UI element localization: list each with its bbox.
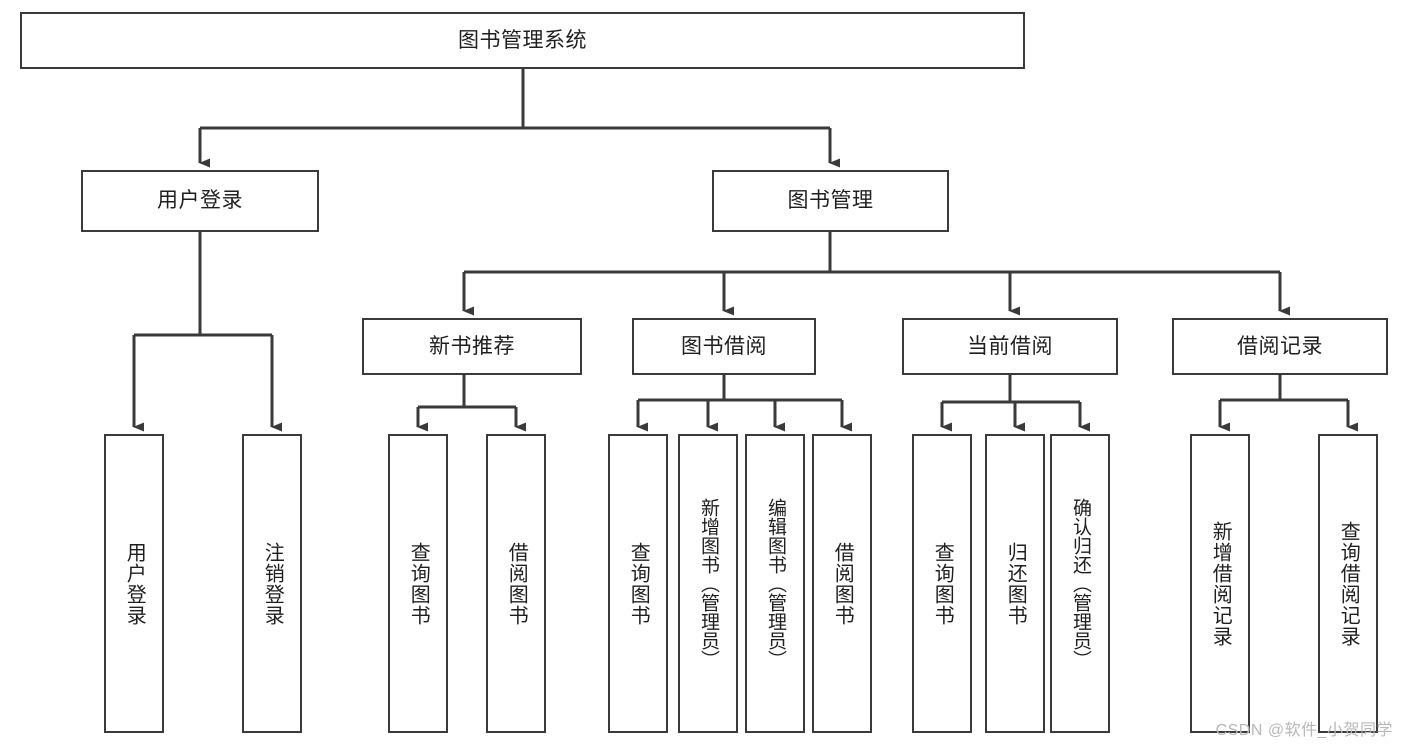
csdn-watermark: CSDN @软件_小贺同学 [1215, 722, 1393, 739]
node-leaf-user-logout[interactable]: 注销登录 [242, 434, 302, 733]
node-leaf-edit-book[interactable]: 编辑图书（管理员） [745, 434, 805, 733]
node-user-login-label: 用户登录 [157, 189, 243, 213]
node-leaf-query-book-1[interactable]: 查询图书 [388, 434, 448, 733]
node-leaf-borrow-book-1[interactable]: 借阅图书 [486, 434, 546, 733]
node-root-system[interactable]: 图书管理系统 [20, 12, 1025, 69]
node-current-borrow[interactable]: 当前借阅 [902, 318, 1118, 375]
node-root-label: 图书管理系统 [458, 28, 587, 52]
node-leaf-query-record[interactable]: 查询借阅记录 [1318, 434, 1378, 733]
node-leaf-query-book-3[interactable]: 查询图书 [912, 434, 972, 733]
node-leaf-query-book-2-label: 查询图书 [627, 541, 650, 626]
node-book-borrow[interactable]: 图书借阅 [632, 318, 816, 375]
node-leaf-return-book[interactable]: 归还图书 [985, 434, 1045, 733]
node-leaf-user-logout-label: 注销登录 [261, 541, 284, 626]
node-book-manage[interactable]: 图书管理 [712, 170, 949, 232]
node-leaf-user-login[interactable]: 用户登录 [104, 434, 164, 733]
node-borrow-record-label: 借阅记录 [1237, 334, 1323, 358]
node-leaf-return-book-label: 归还图书 [1004, 541, 1027, 626]
node-leaf-borrow-book-1-label: 借阅图书 [505, 541, 528, 626]
node-leaf-query-book-1-label: 查询图书 [407, 541, 430, 626]
node-book-borrow-label: 图书借阅 [681, 334, 767, 358]
node-leaf-add-book-label: 新增图书（管理员） [698, 498, 720, 669]
node-user-login[interactable]: 用户登录 [81, 170, 319, 232]
node-leaf-add-book[interactable]: 新增图书（管理员） [678, 434, 738, 733]
node-leaf-add-record-label: 新增借阅记录 [1209, 520, 1232, 647]
node-book-manage-label: 图书管理 [787, 189, 874, 213]
node-leaf-borrow-book-2-label: 借阅图书 [831, 541, 854, 626]
node-new-book-recommend[interactable]: 新书推荐 [362, 318, 582, 375]
node-leaf-query-book-2[interactable]: 查询图书 [608, 434, 668, 733]
node-leaf-user-login-label: 用户登录 [123, 541, 146, 626]
node-leaf-borrow-book-2[interactable]: 借阅图书 [812, 434, 872, 733]
node-leaf-confirm-return[interactable]: 确认归还（管理员） [1050, 434, 1110, 733]
node-leaf-edit-book-label: 编辑图书（管理员） [765, 498, 787, 669]
node-borrow-record[interactable]: 借阅记录 [1172, 318, 1388, 375]
node-new-book-recommend-label: 新书推荐 [429, 334, 515, 358]
node-leaf-query-record-label: 查询借阅记录 [1337, 520, 1360, 647]
node-leaf-confirm-return-label: 确认归还（管理员） [1070, 498, 1092, 669]
node-leaf-query-book-3-label: 查询图书 [931, 541, 954, 626]
node-leaf-add-record[interactable]: 新增借阅记录 [1190, 434, 1250, 733]
node-current-borrow-label: 当前借阅 [967, 334, 1053, 358]
